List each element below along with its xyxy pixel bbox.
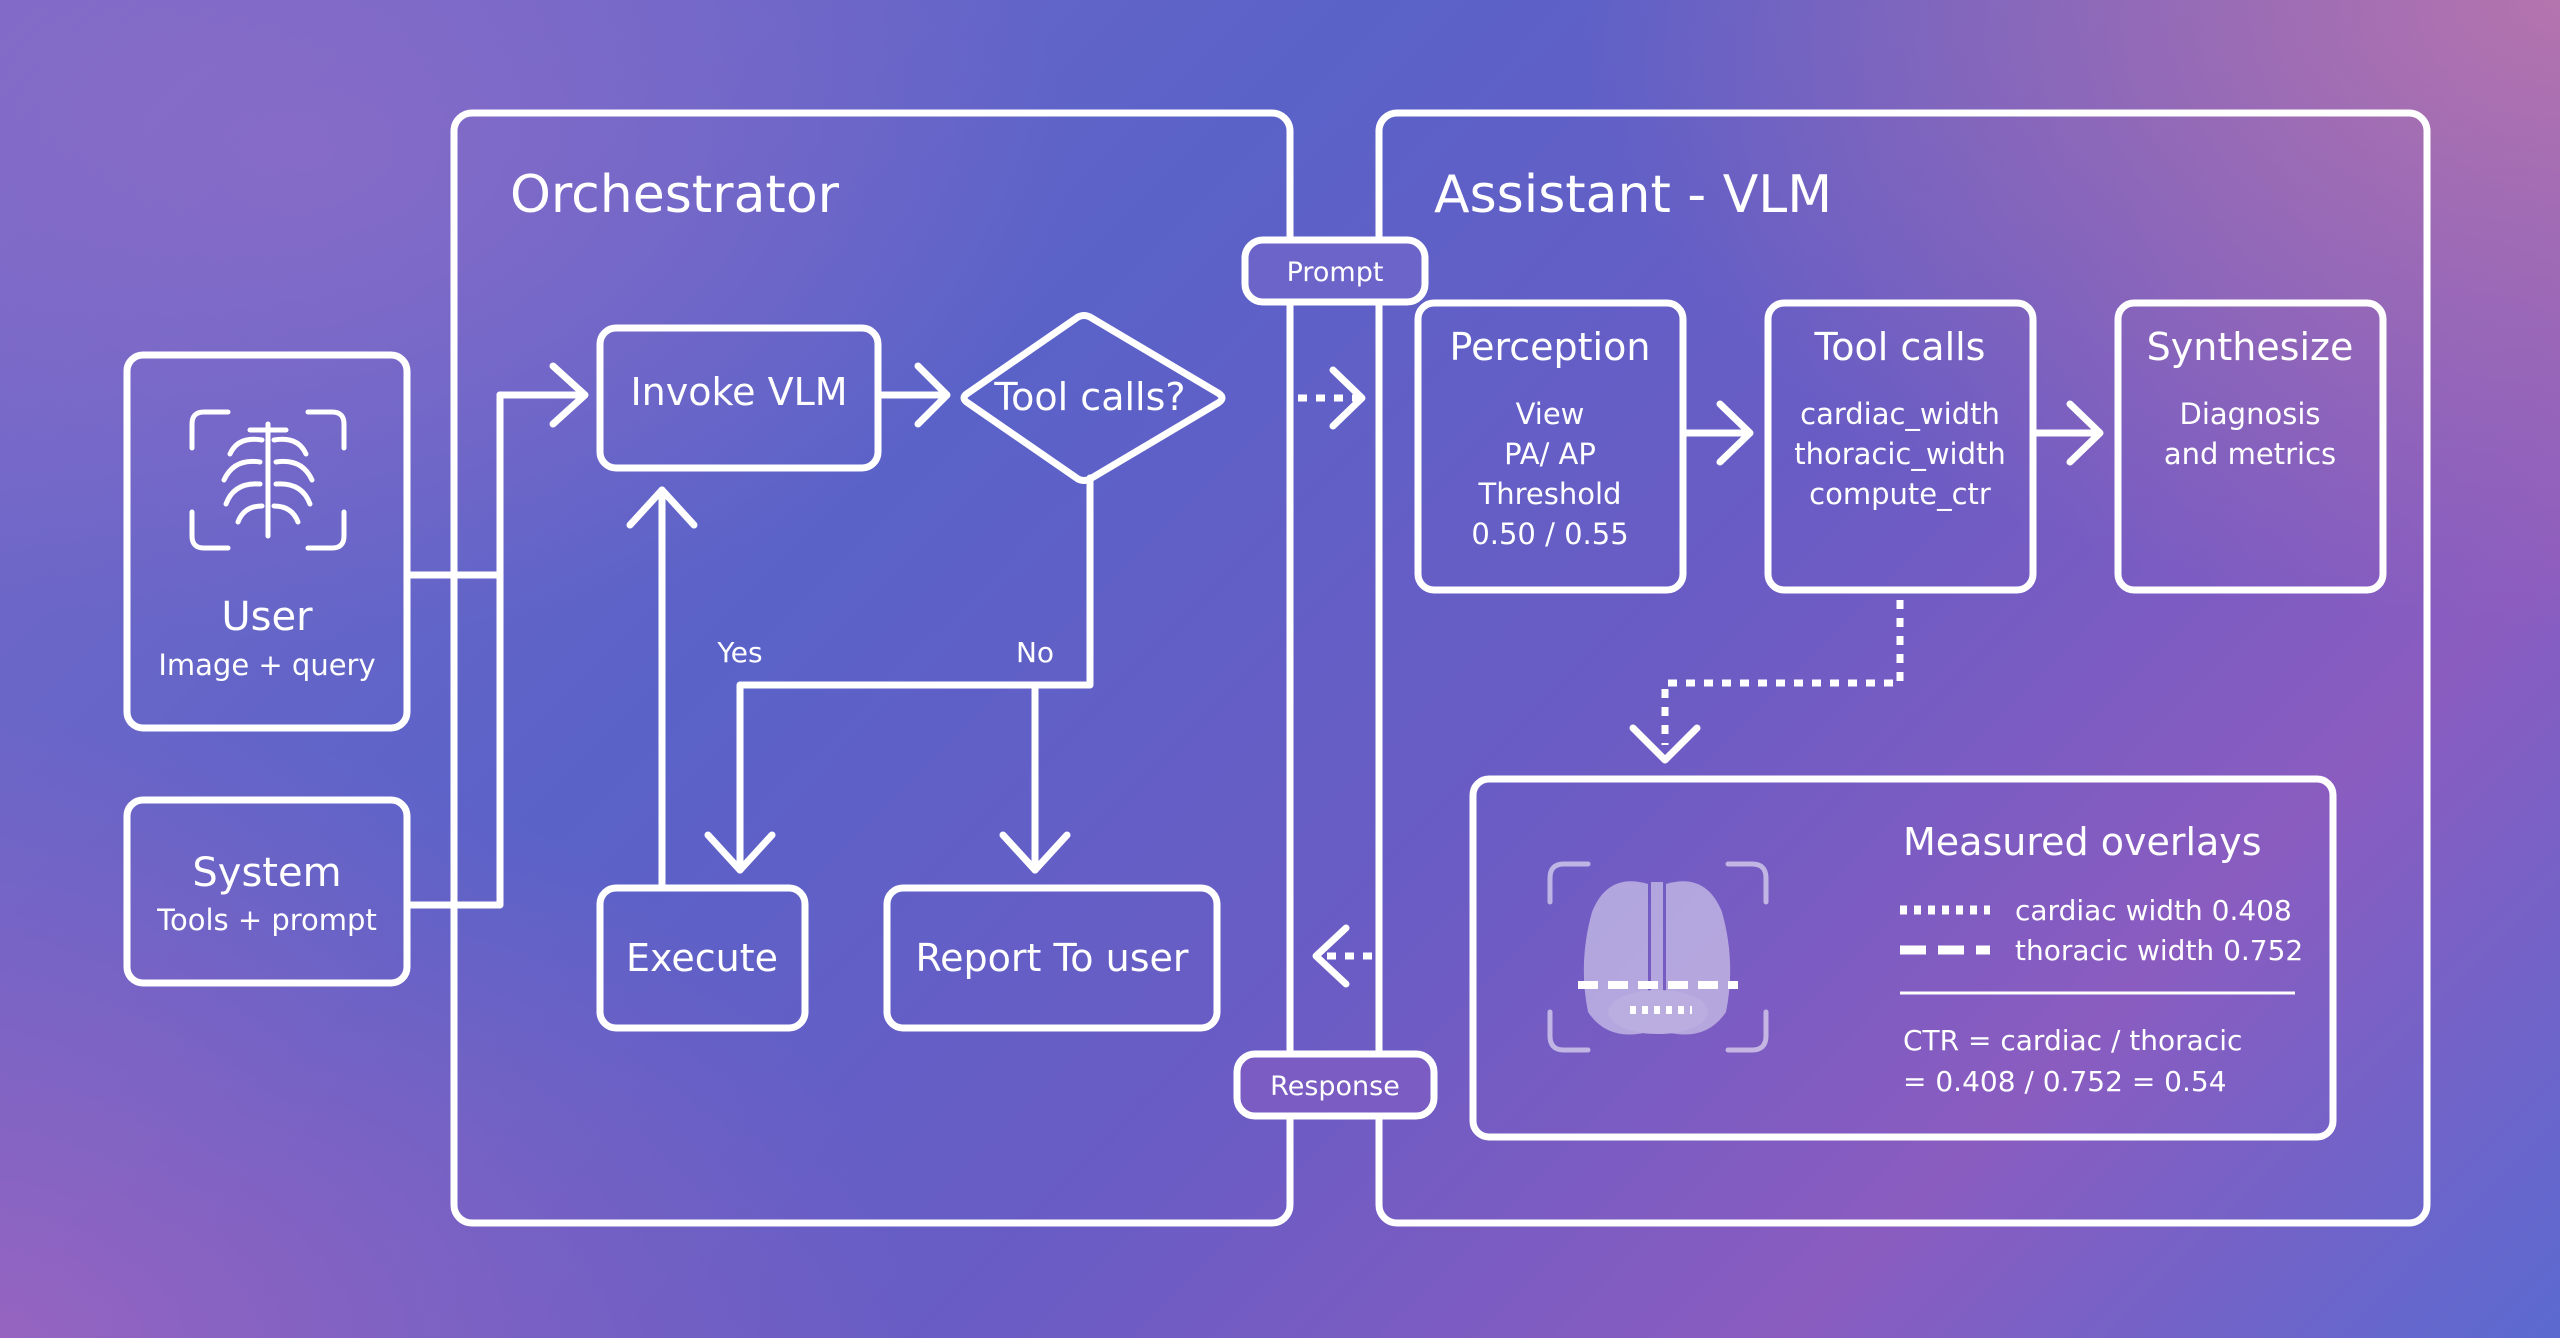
perception-line: 0.50 / 0.55 bbox=[1471, 517, 1628, 551]
system-subtitle: Tools + prompt bbox=[156, 903, 377, 937]
ctr-formula-line: CTR = cardiac / thoracic bbox=[1903, 1024, 2242, 1057]
tool-call-line: thoracic_width bbox=[1794, 437, 2006, 471]
input-arrowhead bbox=[549, 362, 589, 428]
response-label: Response bbox=[1270, 1071, 1400, 1102]
tool-calls-decision bbox=[960, 312, 1226, 484]
tools-to-overlays-dotted bbox=[1661, 600, 1904, 745]
prompt-tag bbox=[1241, 236, 1429, 306]
execute-arrowhead bbox=[704, 831, 776, 874]
chest-xray-icon bbox=[189, 409, 347, 551]
no-label: No bbox=[1016, 636, 1054, 669]
synthesize-box bbox=[2114, 299, 2387, 594]
system-box bbox=[123, 796, 411, 987]
yes-branch-line bbox=[736, 474, 1094, 874]
legend-thoracic: thoracic width 0.752 bbox=[2015, 934, 2303, 967]
loop-arrowhead bbox=[626, 486, 698, 529]
synthesize-title: Synthesize bbox=[2147, 325, 2354, 369]
yes-label: Yes bbox=[716, 636, 762, 669]
execute-label: Execute bbox=[626, 936, 778, 980]
prompt-arrowhead bbox=[1329, 366, 1366, 430]
synthesize-line: Diagnosis bbox=[2180, 397, 2321, 431]
report-label: Report To user bbox=[915, 936, 1188, 980]
response-arrowhead bbox=[1312, 924, 1350, 988]
legend-cardiac: cardiac width 0.408 bbox=[2015, 894, 2292, 927]
system-connector bbox=[403, 391, 504, 909]
tool-calls-box bbox=[1764, 299, 2037, 594]
user-subtitle: Image + query bbox=[158, 648, 375, 682]
user-title: User bbox=[221, 594, 313, 640]
ctr-formula-line: = 0.408 / 0.752 = 0.54 bbox=[1903, 1065, 2227, 1098]
tool-call-line: cardiac_width bbox=[1800, 397, 2000, 431]
assistant-title: Assistant - VLM bbox=[1434, 165, 1832, 225]
invoke-vlm-label: Invoke VLM bbox=[630, 370, 847, 414]
prompt-label: Prompt bbox=[1287, 257, 1384, 288]
user-box bbox=[123, 351, 411, 732]
report-box bbox=[883, 884, 1221, 1032]
tools-arrowhead bbox=[1716, 400, 1754, 466]
response-tag bbox=[1233, 1050, 1438, 1120]
synthesize-arrowhead bbox=[2066, 400, 2104, 466]
execute-box bbox=[596, 884, 809, 1032]
tool-calls-decision-label: Tool calls? bbox=[993, 375, 1185, 419]
perception-box bbox=[1414, 299, 1687, 594]
lung-xray-icon bbox=[1547, 861, 1769, 1053]
assistant-panel bbox=[1375, 109, 2431, 1227]
report-arrowhead bbox=[999, 831, 1071, 874]
perception-line: Threshold bbox=[1478, 477, 1622, 511]
decision-arrowhead bbox=[914, 362, 951, 428]
tool-call-line: compute_ctr bbox=[1809, 477, 1991, 511]
system-title: System bbox=[192, 850, 341, 896]
overlays-title: Measured overlays bbox=[1903, 820, 2262, 864]
orchestrator-title: Orchestrator bbox=[510, 165, 840, 225]
perception-line: View bbox=[1516, 397, 1585, 431]
synthesize-line: and metrics bbox=[2164, 437, 2336, 471]
perception-title: Perception bbox=[1450, 325, 1651, 369]
measured-overlays-card bbox=[1469, 775, 2337, 1141]
tool-calls-title: Tool calls bbox=[1814, 325, 1986, 369]
orchestrator-panel bbox=[450, 109, 1294, 1227]
perception-line: PA/ AP bbox=[1504, 437, 1596, 471]
overlays-arrowhead bbox=[1629, 724, 1701, 764]
